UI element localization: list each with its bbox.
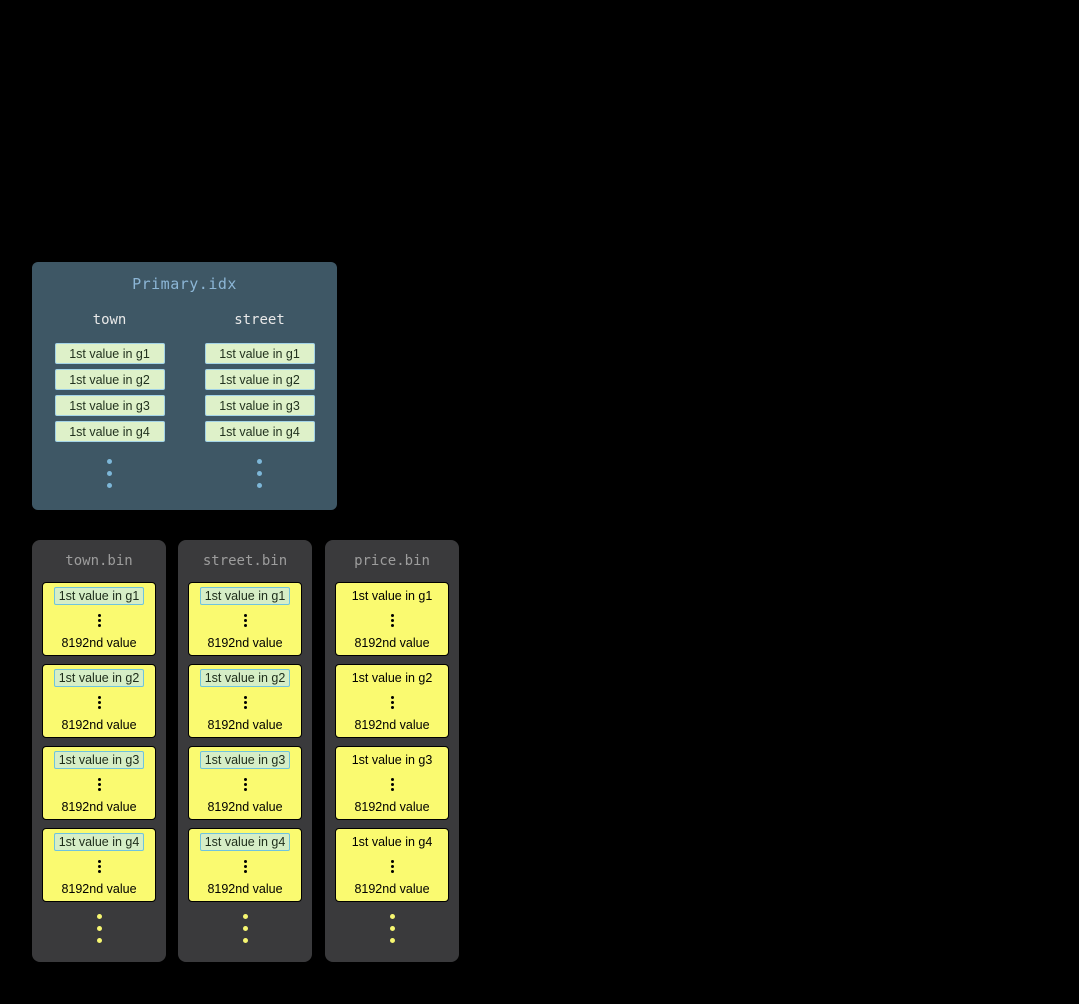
index-mark: 1st value in g4: [54, 421, 165, 442]
index-mark: 1st value in g2: [204, 369, 315, 390]
primary-index-title: Primary.idx: [132, 275, 237, 293]
granule-card-list: 1st value in g1 8192nd value 1st value i…: [335, 582, 449, 902]
vertical-ellipsis-dots: [390, 696, 394, 699]
vertical-ellipsis-dots: [97, 778, 101, 781]
granule-card: 1st value in g4 8192nd value: [335, 828, 449, 902]
vertical-ellipsis-dots: [390, 778, 394, 781]
granule-card: 1st value in g2 8192nd value: [335, 664, 449, 738]
primary-index-panel: Primary.idx town 1st value in g1 1st val…: [32, 262, 337, 510]
granule-first-value: 1st value in g4: [351, 835, 433, 849]
index-mark: 1st value in g4: [204, 421, 315, 442]
granule-card: 1st value in g2 8192nd value: [188, 664, 302, 738]
granule-card: 1st value in g4 8192nd value: [42, 828, 156, 902]
granule-card-list: 1st value in g1 8192nd value 1st value i…: [42, 582, 156, 902]
granule-card: 1st value in g3 8192nd value: [42, 746, 156, 820]
primary-column-town: town 1st value in g1 1st value in g2 1st…: [54, 312, 166, 488]
granule-card-list: 1st value in g1 8192nd value 1st value i…: [188, 582, 302, 902]
granule-last-value: 8192nd value: [61, 800, 137, 814]
index-mark: 1st value in g1: [204, 343, 315, 364]
vertical-ellipsis-dots: [243, 860, 247, 863]
column-header-street: street: [234, 312, 285, 328]
vertical-ellipsis-dots: [390, 614, 394, 617]
granule-first-value: 1st value in g3: [351, 753, 433, 767]
primary-index-columns: town 1st value in g1 1st value in g2 1st…: [32, 312, 337, 488]
vertical-ellipsis-dots: [243, 696, 247, 699]
granule-card: 1st value in g3 8192nd value: [335, 746, 449, 820]
vertical-ellipsis-dots: [243, 778, 247, 781]
vertical-ellipsis-dots: [97, 696, 101, 699]
granule-last-value: 8192nd value: [354, 882, 430, 896]
granule-card: 1st value in g4 8192nd value: [188, 828, 302, 902]
vertical-ellipsis-dots: [96, 914, 102, 919]
granule-first-value: 1st value in g2: [53, 669, 145, 687]
granule-first-value: 1st value in g1: [351, 589, 433, 603]
granule-first-value: 1st value in g1: [199, 587, 291, 605]
index-mark: 1st value in g3: [204, 395, 315, 416]
granule-last-value: 8192nd value: [354, 718, 430, 732]
granule-card: 1st value in g1 8192nd value: [188, 582, 302, 656]
granule-last-value: 8192nd value: [207, 882, 283, 896]
bin-title-price: price.bin: [354, 553, 430, 569]
granule-first-value: 1st value in g2: [351, 671, 433, 685]
granule-last-value: 8192nd value: [61, 636, 137, 650]
granule-last-value: 8192nd value: [354, 800, 430, 814]
index-mark: 1st value in g1: [54, 343, 165, 364]
granule-card: 1st value in g1 8192nd value: [335, 582, 449, 656]
bin-panel-price: price.bin 1st value in g1 8192nd value 1…: [325, 540, 459, 962]
granule-last-value: 8192nd value: [61, 718, 137, 732]
vertical-ellipsis-dots: [242, 914, 248, 919]
vertical-ellipsis-dots: [389, 914, 395, 919]
granule-first-value: 1st value in g4: [199, 833, 291, 851]
granule-card: 1st value in g1 8192nd value: [42, 582, 156, 656]
granule-first-value: 1st value in g3: [199, 751, 291, 769]
granule-first-value: 1st value in g3: [53, 751, 145, 769]
granule-last-value: 8192nd value: [61, 882, 137, 896]
granule-last-value: 8192nd value: [207, 636, 283, 650]
column-header-town: town: [92, 312, 127, 328]
granule-card: 1st value in g3 8192nd value: [188, 746, 302, 820]
vertical-ellipsis-dots: [390, 860, 394, 863]
bin-panel-street: street.bin 1st value in g1 8192nd value …: [178, 540, 312, 962]
granule-first-value: 1st value in g4: [53, 833, 145, 851]
index-mark: 1st value in g2: [54, 369, 165, 390]
primary-column-street: street 1st value in g1 1st value in g2 1…: [204, 312, 316, 488]
granule-first-value: 1st value in g1: [53, 587, 145, 605]
granule-card: 1st value in g2 8192nd value: [42, 664, 156, 738]
vertical-ellipsis-dots: [107, 459, 112, 464]
bin-title-street: street.bin: [202, 553, 288, 569]
vertical-ellipsis-dots: [243, 614, 247, 617]
granule-last-value: 8192nd value: [354, 636, 430, 650]
bin-panel-town: town.bin 1st value in g1 8192nd value 1s…: [32, 540, 166, 962]
granule-first-value: 1st value in g2: [199, 669, 291, 687]
bin-title-town: town.bin: [65, 553, 133, 569]
vertical-ellipsis-dots: [97, 614, 101, 617]
vertical-ellipsis-dots: [97, 860, 101, 863]
index-mark: 1st value in g3: [54, 395, 165, 416]
granule-last-value: 8192nd value: [207, 800, 283, 814]
granule-last-value: 8192nd value: [207, 718, 283, 732]
vertical-ellipsis-dots: [257, 459, 262, 464]
